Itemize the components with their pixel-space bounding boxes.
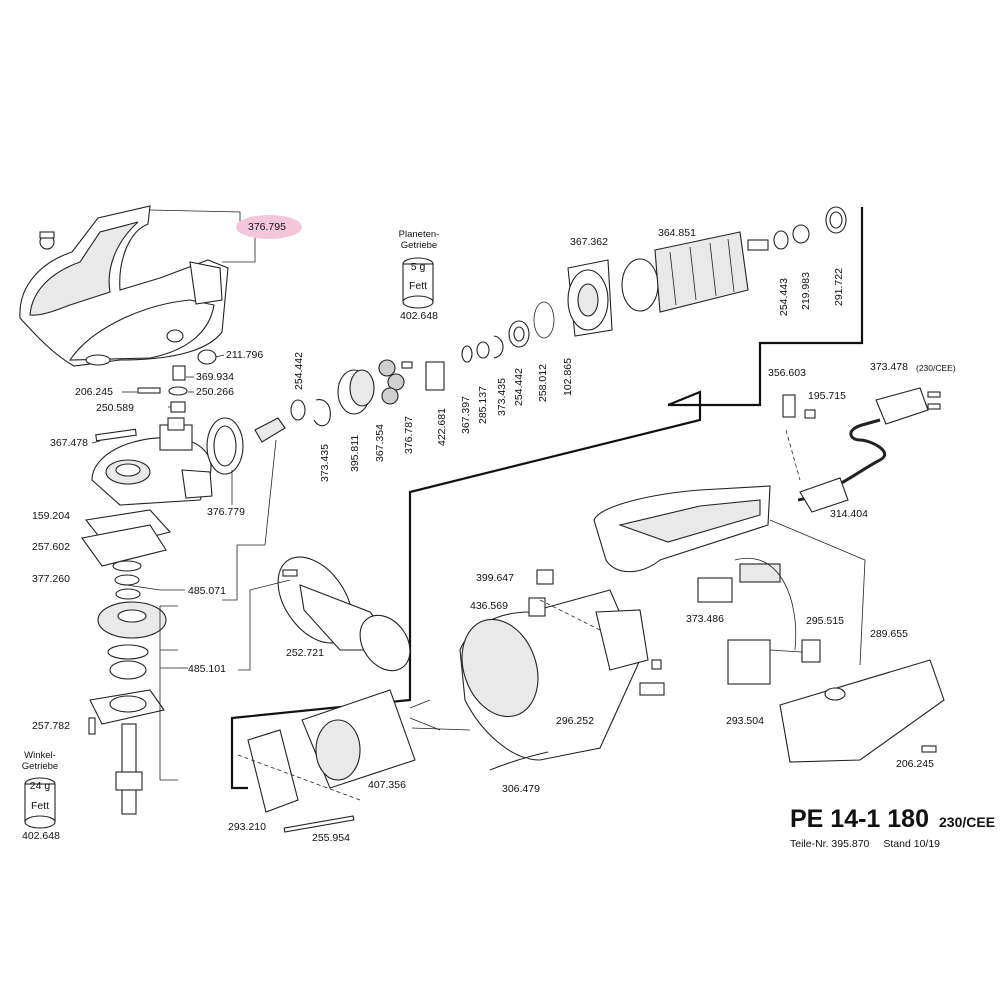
model-name: PE 14-1 180 [790,805,929,833]
label-399647[interactable]: 399.647 [476,572,514,584]
planetary-caption-line1: Planeten- [398,229,440,240]
label-373478[interactable]: 373.478 [870,361,908,373]
angle-caption-line1: Winkel- [24,750,56,761]
label-289655[interactable]: 289.655 [870,628,908,640]
label-373435a[interactable]: 373.435 [319,444,331,482]
field-stator [247,689,471,813]
rear-handle-housing [593,485,945,763]
electronic-parts [697,557,821,685]
label-395811[interactable]: 395.811 [349,434,361,472]
label-369934[interactable]: 369.934 [196,371,234,383]
label-485071[interactable]: 485.071 [188,585,226,597]
planetary-amount: 5 g [410,261,426,273]
gear-case [81,417,244,586]
label-436569[interactable]: 436.569 [470,600,508,612]
label-257602[interactable]: 257.602 [32,541,70,553]
label-407356[interactable]: 407.356 [368,779,406,791]
label-314404[interactable]: 314.404 [830,508,868,520]
label-402648-planetary[interactable]: 402.648 [400,310,438,322]
label-356603[interactable]: 356.603 [768,367,806,379]
label-258012[interactable]: 258.012 [537,364,549,402]
planetary-caption: Planeten- Getriebe [394,229,444,252]
label-159204[interactable]: 159.204 [32,510,70,522]
small-screws [91,349,225,444]
label-306479[interactable]: 306.479 [502,783,540,795]
label-367478[interactable]: 367.478 [50,437,88,449]
label-364851[interactable]: 364.851 [658,227,696,239]
label-206245a[interactable]: 206.245 [75,386,113,398]
label-255954[interactable]: 255.954 [312,832,350,844]
grease-box-planetary [402,257,434,309]
bevel-gear-stack [88,588,167,815]
label-367362[interactable]: 367.362 [570,236,608,248]
side-handle [277,556,411,672]
power-cable [782,387,941,513]
label-219983[interactable]: 219.983 [800,272,812,310]
label-402648-angle[interactable]: 402.648 [22,830,60,842]
label-250266[interactable]: 250.266 [196,386,234,398]
model-title: PE 14-1 180 230/CEE [790,805,995,834]
label-195715[interactable]: 195.715 [808,390,846,402]
long-screw [283,815,355,833]
label-376795[interactable]: 376.795 [248,221,286,233]
label-296252[interactable]: 296.252 [556,715,594,727]
part-number: Teile-Nr. 395.870 [790,838,870,850]
label-373478-note: (230/CEE) [916,363,956,373]
label-254443[interactable]: 254.443 [778,278,790,316]
label-485101[interactable]: 485.101 [188,663,226,675]
cable-piece [489,751,549,771]
angle-caption-line2: Getriebe [21,760,59,772]
label-376787[interactable]: 376.787 [403,416,415,454]
label-373435b[interactable]: 373.435 [496,378,508,416]
planetary-content: Fett [408,280,428,292]
highlight-ellipse [236,215,302,239]
label-254442a[interactable]: 254.442 [293,352,305,390]
label-293210[interactable]: 293.210 [228,821,266,833]
planetary-caption-line2: Getriebe [400,239,438,251]
grease-box-angle [24,777,56,829]
label-377260[interactable]: 377.260 [32,573,70,585]
label-293504[interactable]: 293.504 [726,715,764,727]
brush-parts [528,569,665,696]
revision-date: Stand 10/19 [883,838,941,850]
label-367354[interactable]: 367.354 [374,424,386,462]
angle-caption: Winkel- Getriebe [16,750,64,773]
label-211796[interactable]: 211.796 [226,349,264,361]
motor-housing [459,589,649,761]
model-voltage: 230/CEE [939,814,996,830]
label-250589[interactable]: 250.589 [96,402,134,414]
angle-content: Fett [30,800,50,812]
assembly-frame [230,207,864,790]
gear-head-housing [19,205,229,367]
label-376779[interactable]: 376.779 [207,506,245,518]
label-422681[interactable]: 422.681 [436,408,448,446]
label-254442b[interactable]: 254.442 [513,368,525,406]
label-373486[interactable]: 373.486 [686,613,724,625]
armature [621,206,847,313]
label-367397[interactable]: 367.397 [460,396,472,434]
label-102865[interactable]: 102.865 [562,358,574,396]
planetary-gear-train [254,259,613,443]
label-285137[interactable]: 285.137 [477,386,489,424]
document-info: Teile-Nr. 395.870 Stand 10/19 [790,838,954,850]
label-295515[interactable]: 295.515 [806,615,844,627]
label-252721[interactable]: 252.721 [286,647,324,659]
label-257782[interactable]: 257.782 [32,720,70,732]
angle-amount: 24 g [29,780,51,792]
label-291722[interactable]: 291.722 [833,268,845,306]
label-206245b[interactable]: 206.245 [896,758,934,770]
